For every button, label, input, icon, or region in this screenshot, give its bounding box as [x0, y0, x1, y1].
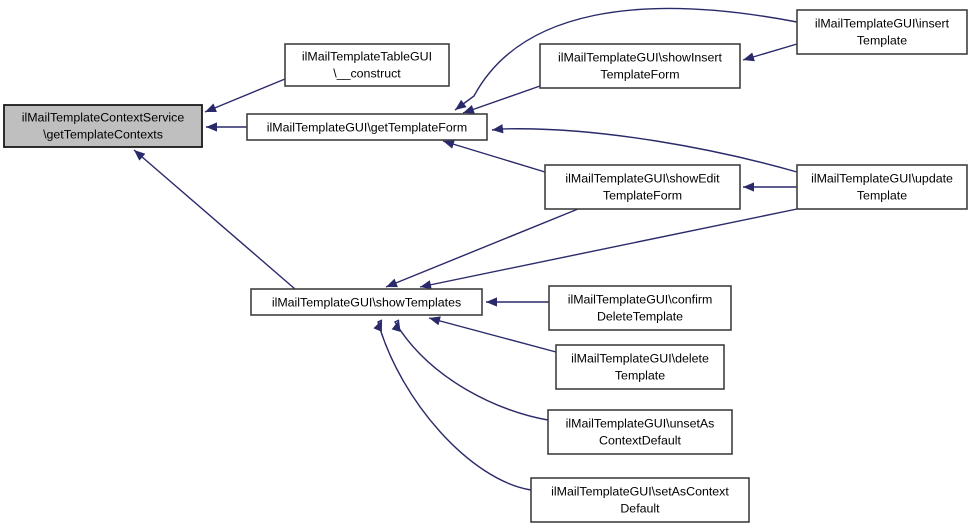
node-label-getTemplateContexts-line2: \getTemplateContexts	[43, 127, 163, 141]
node-box-tableGuiConstruct[interactable]	[284, 43, 450, 87]
edge-tableGuiConstruct-to-getTemplateContexts	[204, 78, 286, 113]
node-label-setAsContextDefault-line1: ilMailTemplateGUI\setAsContext	[551, 484, 729, 498]
node-box-insertTemplate[interactable]	[796, 9, 968, 55]
node-label-showInsertTemplateForm-line1: ilMailTemplateGUI\showInsert	[558, 50, 722, 64]
node-label-unsetAsContextDefault-line2: ContextDefault	[599, 433, 682, 447]
node-label-tableGuiConstruct-line1: ilMailTemplateTableGUI	[302, 49, 432, 63]
node-label-confirmDeleteTemplate-line2: DeleteTemplate	[597, 309, 683, 323]
node-tableGuiConstruct[interactable]: ilMailTemplateTableGUI \__construct	[284, 43, 450, 87]
node-label-showTemplates: ilMailTemplateGUI\showTemplates	[272, 295, 461, 309]
node-box-getTemplateContexts[interactable]	[3, 104, 203, 148]
edge-showEditTemplateForm-to-showTemplates	[385, 208, 579, 288]
node-box-showTemplates[interactable]	[250, 288, 483, 316]
node-label-updateTemplate-line1: ilMailTemplateGUI\update	[811, 171, 953, 185]
node-box-showInsertTemplateForm[interactable]	[539, 43, 741, 89]
node-label-showInsertTemplateForm-line2: TemplateForm	[600, 67, 679, 81]
edge-unsetAsContextDefault-to-showTemplates	[394, 319, 549, 421]
node-label-unsetAsContextDefault-line1: ilMailTemplateGUI\unsetAs	[566, 416, 715, 430]
node-layer: ilMailTemplateContextService \getTemplate…	[3, 9, 968, 523]
node-label-tableGuiConstruct-line2: \__construct	[333, 66, 401, 80]
node-box-updateTemplate[interactable]	[796, 164, 968, 210]
node-label-deleteTemplate-line2: Template	[615, 368, 665, 382]
node-label-insertTemplate-line1: ilMailTemplateGUI\insert	[815, 16, 950, 30]
edge-updateTemplate-to-getTemplateForm	[491, 128, 798, 173]
node-box-deleteTemplate[interactable]	[555, 344, 725, 390]
node-label-deleteTemplate-line1: ilMailTemplateGUI\delete	[571, 351, 709, 365]
edge-showInsertTemplateForm-to-getTemplateForm	[462, 85, 541, 114]
edge-insertTemplate-to-getTemplateForm	[454, 7, 798, 111]
edge-layer	[133, 7, 798, 491]
node-box-unsetAsContextDefault[interactable]	[547, 409, 733, 455]
node-getTemplateContexts[interactable]: ilMailTemplateContextService \getTemplate…	[3, 104, 203, 148]
node-box-setAsContextDefault[interactable]	[530, 477, 750, 523]
node-showTemplates[interactable]: ilMailTemplateGUI\showTemplates	[250, 288, 483, 316]
node-label-showEditTemplateForm-line1: ilMailTemplateGUI\showEdit	[565, 171, 720, 185]
edge-deleteTemplate-to-showTemplates	[428, 317, 557, 353]
node-box-confirmDeleteTemplate[interactable]	[548, 285, 732, 331]
node-label-showEditTemplateForm-line2: TemplateForm	[603, 188, 682, 202]
node-label-insertTemplate-line2: Template	[857, 33, 907, 47]
edge-showEditTemplateForm-to-getTemplateForm	[442, 140, 546, 173]
node-label-getTemplateForm: ilMailTemplateGUI\getTemplateForm	[267, 120, 467, 134]
edge-showTemplates-to-getTemplateContexts	[133, 149, 296, 290]
node-label-getTemplateContexts-line1: ilMailTemplateContextService	[22, 110, 185, 124]
edge-updateTemplate-to-showTemplates	[419, 208, 798, 288]
edge-setAsContextDefault-to-showTemplates	[377, 319, 532, 491]
node-box-showEditTemplateForm[interactable]	[544, 164, 741, 210]
node-getTemplateForm[interactable]: ilMailTemplateGUI\getTemplateForm	[246, 113, 488, 141]
node-box-getTemplateForm[interactable]	[246, 113, 488, 141]
node-label-updateTemplate-line2: Template	[857, 188, 907, 202]
node-label-setAsContextDefault-line2: Default	[620, 501, 660, 515]
node-label-confirmDeleteTemplate-line1: ilMailTemplateGUI\confirm	[568, 292, 713, 306]
